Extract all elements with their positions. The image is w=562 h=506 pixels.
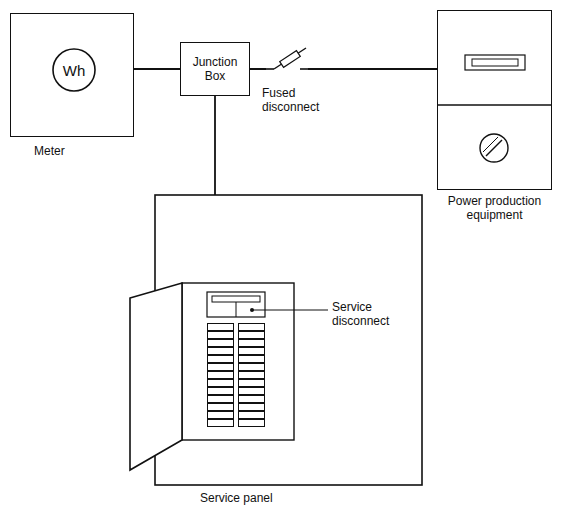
service-disconnect-label: Service disconnect bbox=[332, 300, 406, 328]
meter-box: MeterWh bbox=[10, 13, 134, 137]
node-caption: Meter bbox=[34, 144, 65, 158]
dial-outline bbox=[53, 49, 95, 91]
fused-disconnect-symbol bbox=[266, 44, 308, 74]
service-disconnect-label-holder: Service disconnect bbox=[332, 300, 406, 328]
node-caption: Service panel bbox=[200, 491, 273, 505]
node-text: Wh bbox=[60, 62, 89, 79]
wire bbox=[134, 68, 180, 70]
junction-box: Junction Box bbox=[180, 42, 250, 96]
service-panel-drawing bbox=[130, 195, 422, 485]
service-panel: Service panel bbox=[155, 195, 422, 485]
node-text: Junction Box bbox=[181, 55, 249, 83]
inverter-details bbox=[437, 55, 552, 162]
fused-disconnect-label: Fused disconnect bbox=[262, 86, 334, 114]
power-equipment: Power production equipment bbox=[437, 10, 552, 190]
fused-disconnect-label-holder: Fused disconnect bbox=[262, 86, 334, 114]
wire bbox=[214, 96, 216, 195]
node-caption: Power production equipment bbox=[438, 194, 551, 222]
meter-dial: Wh bbox=[52, 48, 96, 92]
